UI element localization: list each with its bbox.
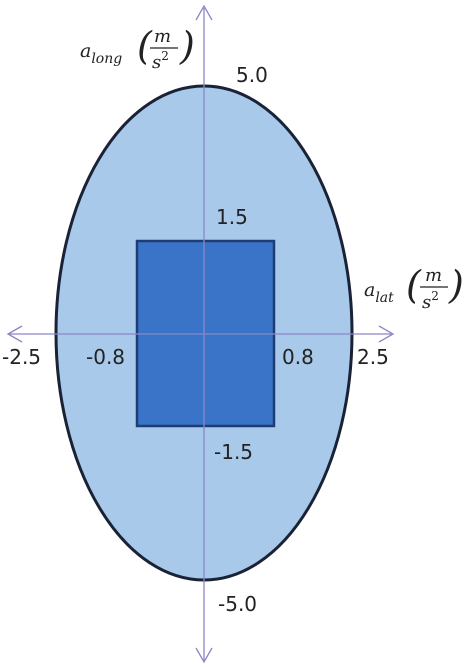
label-y-1-5: 1.5 (216, 205, 248, 229)
label-x-0-8: 0.8 (282, 345, 314, 369)
y-axis-title-paren-left: ( (137, 24, 153, 68)
y-axis-title-subscript: long (91, 51, 122, 67)
x-axis-title-paren-left: ( (406, 263, 422, 307)
vertical-axis-arrow-bottom (195, 647, 213, 664)
y-axis-title-paren-right: ) (179, 24, 195, 68)
x-axis-title-subscript: lat (375, 290, 394, 306)
horizontal-axis-arrow-right (378, 325, 395, 343)
label-y-neg-5: -5.0 (218, 592, 257, 616)
label-x-neg-2-5: -2.5 (2, 345, 41, 369)
y-axis-title-exponent: 2 (161, 49, 169, 63)
svg-text:along: along (80, 40, 122, 67)
x-axis-title-exponent: 2 (431, 289, 439, 303)
svg-text:s2: s2 (422, 289, 439, 313)
x-axis-title: alat ( m s2 ) (364, 263, 464, 313)
horizontal-axis-arrow-left (6, 325, 23, 343)
axes (6, 4, 395, 664)
x-axis-title-symbol: a (364, 279, 375, 301)
x-axis-title-paren-right: ) (448, 263, 464, 307)
y-axis-title-numerator: m (154, 26, 171, 47)
svg-text:alat: alat (364, 279, 394, 306)
label-x-neg-0-8: -0.8 (86, 345, 125, 369)
y-axis-title-denominator: s (152, 52, 161, 73)
label-y-5: 5.0 (236, 63, 268, 87)
y-axis-title-symbol: a (80, 40, 91, 62)
y-axis-title: along ( m s2 ) (80, 24, 195, 73)
x-axis-title-numerator: m (425, 265, 442, 286)
label-x-2-5: 2.5 (357, 345, 389, 369)
label-y-neg-1-5: -1.5 (214, 440, 253, 464)
vertical-axis-arrow-top (195, 4, 213, 21)
x-axis-title-denominator: s (422, 292, 431, 313)
svg-text:s2: s2 (152, 49, 169, 73)
